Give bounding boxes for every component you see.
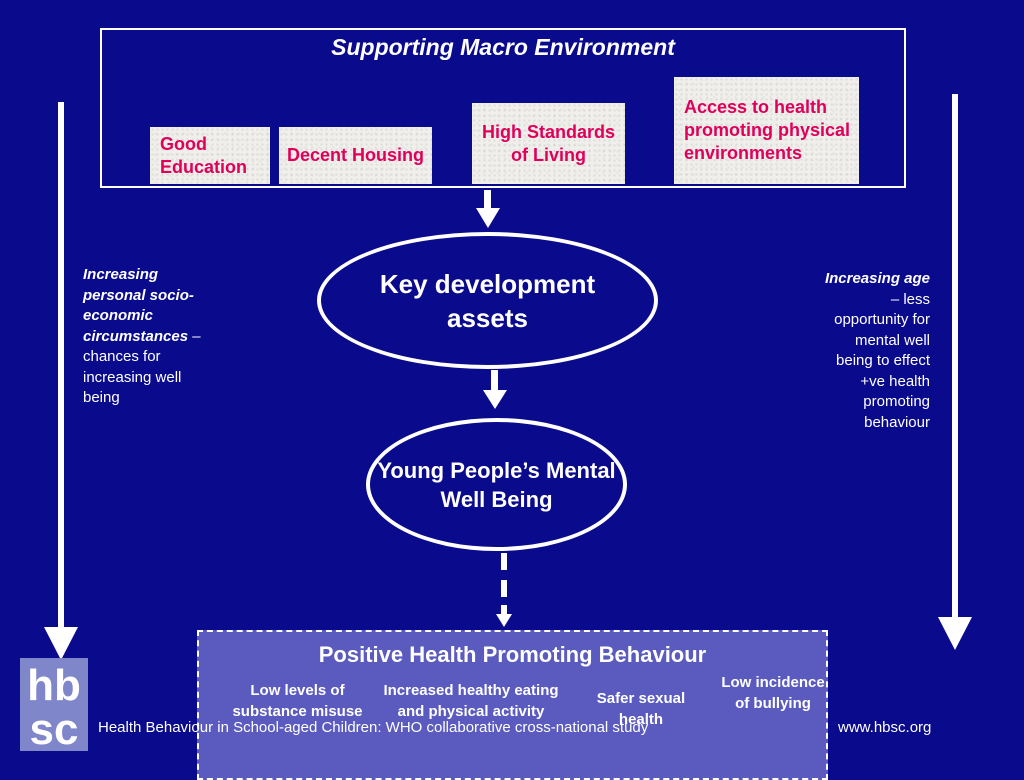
hbsc-logo: hb sc <box>20 658 88 751</box>
positive-behaviour-box <box>197 630 828 780</box>
young-people-wellbeing-label: Young People’s Mental Well Being <box>377 457 616 512</box>
positive-behaviour-title: Positive Health Promoting Behaviour <box>318 642 707 667</box>
logo-line2: sc <box>30 705 79 751</box>
left-side-note: Increasing personal socio-economic circu… <box>83 265 218 409</box>
logo-line1: hb <box>27 661 81 710</box>
young-to-behaviour-dashed-arrow <box>496 553 512 627</box>
right-note-emphasis: Increasing age <box>824 270 930 287</box>
outcome-sexual-health: Safer sexual health <box>596 690 686 728</box>
footer-website-link[interactable]: www.hbsc.org <box>838 719 932 736</box>
macro-to-assets-arrow <box>476 190 500 228</box>
right-down-arrow <box>938 94 972 650</box>
assets-to-young-arrow <box>483 370 507 409</box>
right-note-rest: – less opportunity for mental well being… <box>834 290 930 431</box>
tile-good-education: Good Education <box>150 127 270 184</box>
outcome-healthy-eating: Increased healthy eating and physical ac… <box>383 682 559 720</box>
young-people-wellbeing-node: Young People’s Mental Well Being <box>366 418 627 551</box>
key-development-assets-label: Key development assets <box>379 268 596 333</box>
macro-environment-title: Supporting Macro Environment <box>331 34 675 60</box>
outcome-bullying: Low incidence of bullying <box>721 674 825 712</box>
left-down-arrow <box>44 102 78 660</box>
tile-decent-housing: Decent Housing <box>279 127 432 184</box>
left-note-rest: – chances for increasing well being <box>83 327 201 407</box>
outcome-substance-misuse: Low levels of substance misuse <box>232 682 363 720</box>
tile-access-to-health-environments: Access to health promoting physical envi… <box>674 77 859 184</box>
right-side-note: Increasing age – less opportunity for me… <box>820 269 930 433</box>
tile-high-standards-of-living: High Standards of Living <box>472 103 625 184</box>
macro-environment-frame <box>100 28 906 188</box>
key-development-assets-node: Key development assets <box>317 232 658 369</box>
left-note-emphasis: Increasing personal socio-economic circu… <box>83 266 194 345</box>
footer-study-text: Health Behaviour in School-aged Children… <box>98 719 649 736</box>
